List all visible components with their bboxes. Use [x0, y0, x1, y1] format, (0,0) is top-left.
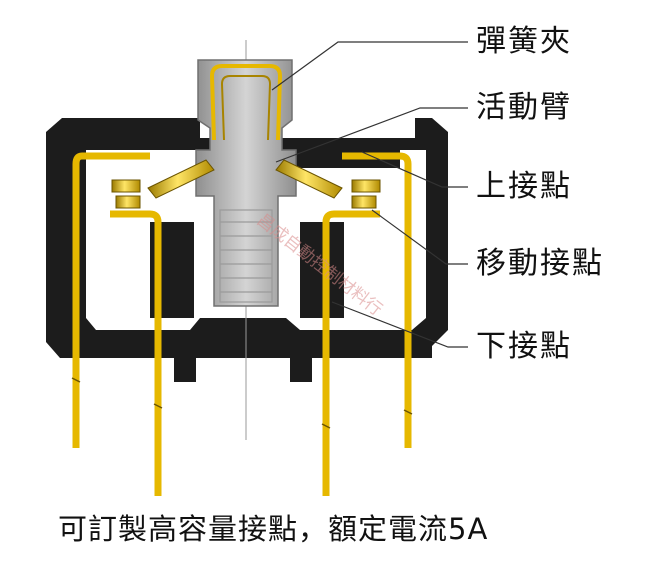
moving-arm-right — [275, 159, 343, 199]
caption-text: 可訂製高容量接點，額定電流5A — [58, 512, 489, 546]
lower-contact-terminal-left — [110, 210, 162, 496]
moving-arm-left — [147, 159, 215, 199]
lower-contact-terminal-right — [322, 210, 380, 496]
label-spring-clip: 彈簧夾 — [476, 24, 572, 59]
upper-contact-terminal-right — [342, 152, 412, 448]
upper-contact-terminal-left — [72, 152, 150, 448]
label-moving-arm: 活動臂 — [476, 90, 572, 125]
plunger-coil — [219, 209, 273, 303]
spring-clip — [209, 64, 283, 141]
label-moving-contact: 移動接點 — [476, 246, 604, 281]
leader-lines — [271, 41, 468, 348]
plunger — [195, 59, 297, 307]
terminal-notches — [71, 377, 413, 429]
label-lower-contact: 下接點 — [476, 329, 572, 364]
label-upper-contact: 上接點 — [476, 169, 572, 204]
moving-contact-right — [351, 179, 381, 209]
moving-contact-left — [111, 179, 141, 209]
housing-wall-right — [300, 222, 344, 318]
spring-clip-inner — [220, 75, 272, 141]
